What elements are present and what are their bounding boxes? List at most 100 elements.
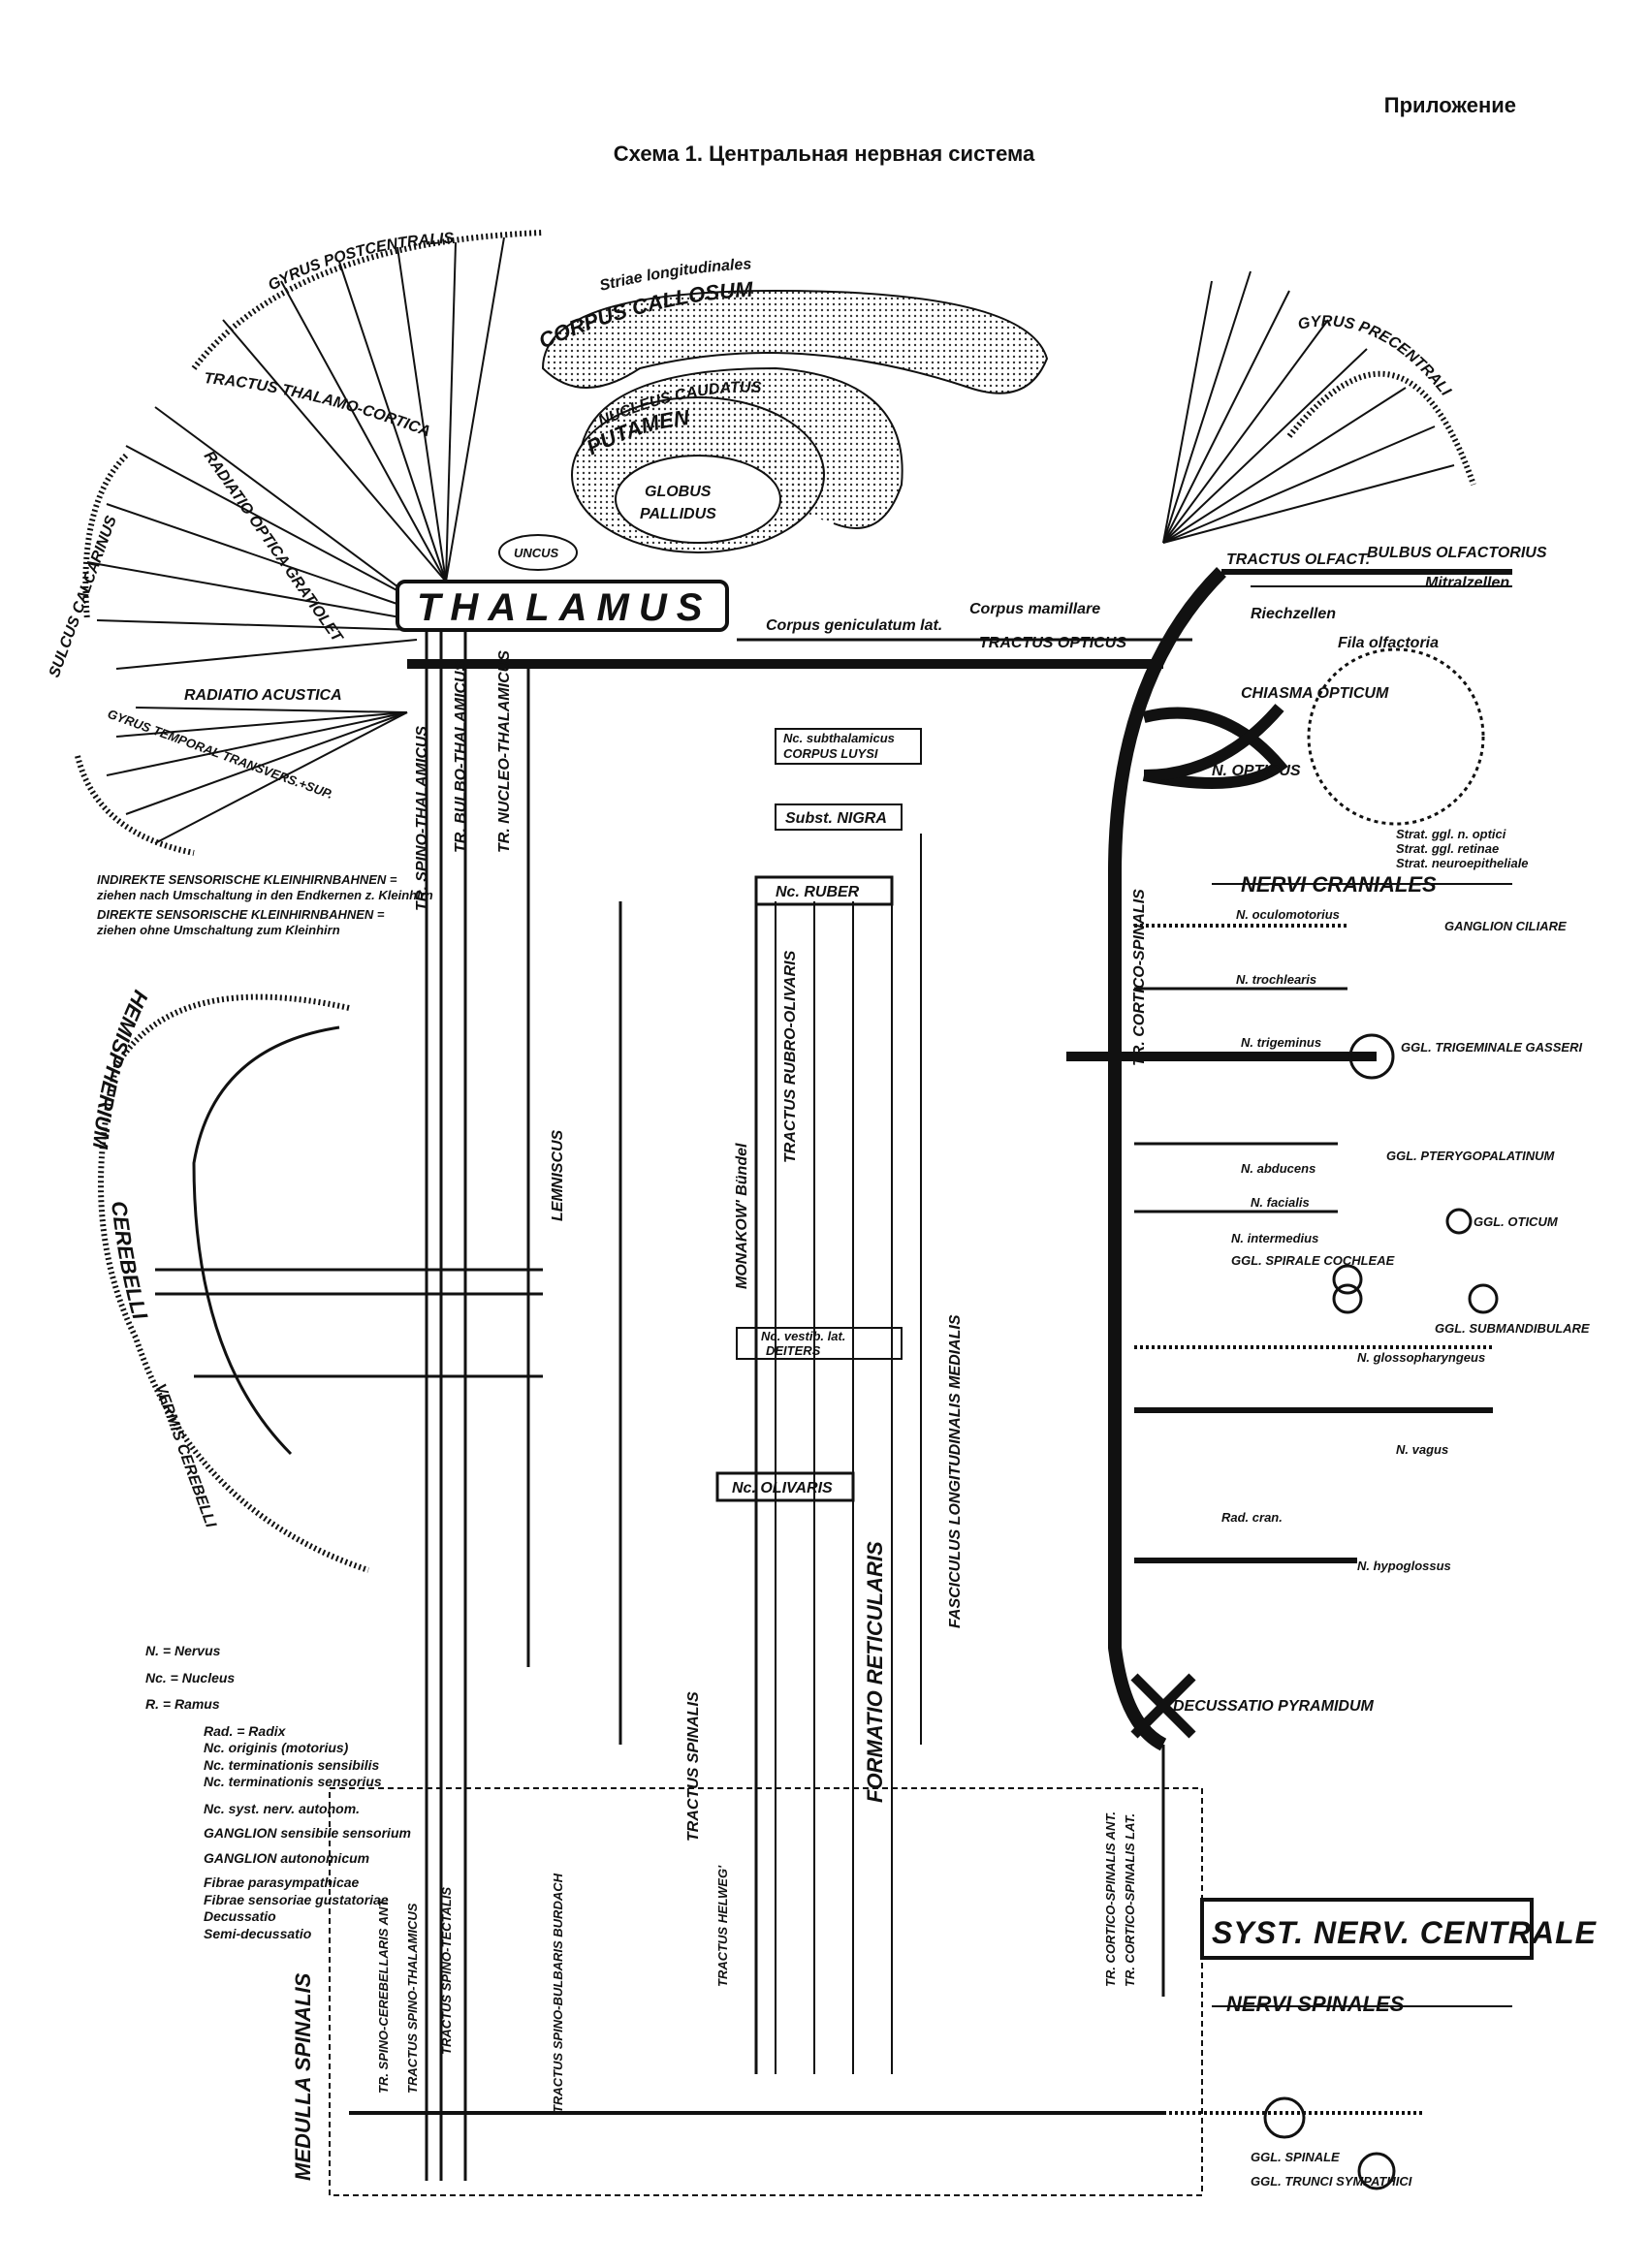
- syst-nerv-centrale-label: SYST. NERV. CENTRALE: [1212, 1915, 1598, 1950]
- radiatio-optica-label: RADIATIO OPTICA GRATIOLET: [201, 449, 346, 646]
- nc-vestib-lat-label: Nc. vestib. lat.: [761, 1329, 845, 1343]
- nerve-XII: N. hypoglossus: [1357, 1559, 1451, 1573]
- strat-neuroepithel-label: Strat. neuroepitheliale: [1396, 856, 1529, 870]
- btract-5: TRACTUS HELWEG': [715, 1865, 730, 1987]
- precentral-radiations: [1162, 270, 1476, 544]
- legend-radix: Rad. = Radix: [204, 1722, 286, 1739]
- legend-nc-term-sensorius: Nc. terminationis sensorius: [204, 1774, 382, 1789]
- strat-ggl-label: Strat. ggl. n. optici: [1396, 827, 1506, 841]
- mitralzellen-label: Mitralzellen: [1425, 575, 1509, 591]
- spinal-cord-section: [329, 1787, 1534, 2196]
- ggl-pterygo-label: GGL. PTERYGOPALATINUM: [1386, 1149, 1556, 1163]
- tract-2: TR. BULBO-THALAMICUS: [453, 660, 469, 853]
- nerve-V: N. trigeminus: [1241, 1035, 1321, 1050]
- corpus-geniculatum-label: Corpus geniculatum lat.: [766, 617, 942, 634]
- radiatio-acustica-label: RADIATIO ACUSTICA: [184, 687, 342, 704]
- nerve-IV: N. trochlearis: [1236, 972, 1316, 987]
- sulcus-calcarinus-label: SULCUS CALCARINUS: [47, 514, 120, 680]
- vermis-label: VERMIS CEREBELLI: [151, 1382, 219, 1530]
- ganglion-ciliare-label: GANGLION CILIARE: [1444, 919, 1567, 933]
- corpus-luysi-label: CORPUS LUYSI: [783, 746, 878, 761]
- subst-nigra-label: Subst. NIGRA: [785, 810, 887, 827]
- tractus-thalamo-corticalis-label: TRACTUS THALAMO-CORTICALIS: [0, 0, 432, 440]
- decussatio-pyramidum-label: DECUSSATIO PYRAMIDUM: [1173, 1698, 1374, 1715]
- tract-10: TRACTUS SPINALIS: [685, 1691, 702, 1842]
- hemispherium-label: HEMISPHERIUM: [88, 987, 153, 1150]
- tract-4: LEMNISCUS: [550, 1129, 566, 1221]
- tract-1: TR. SPINO-THALAMICUS: [414, 726, 430, 911]
- pallidus-label: PALLIDUS: [640, 506, 716, 522]
- legend-ganglion-auto: GANGLION autonomicum: [204, 1849, 370, 1866]
- ggl-oticum-label: GGL. OTICUM: [1474, 1214, 1559, 1229]
- legend-fibrae-para: Fibrae parasympathicae: [204, 1874, 360, 1890]
- nervi-spinales-label: NERVI SPINALES: [1226, 1992, 1405, 2016]
- thalamus-box: [396, 580, 729, 632]
- uncus-label: UNCUS: [514, 546, 559, 560]
- cranial-nerves: [1066, 883, 1512, 1563]
- ggl-spinale-label: GGL. SPINALE: [1251, 2150, 1340, 2164]
- btract-7: TR. CORTICO-SPINALIS LAT.: [1123, 1813, 1137, 1987]
- legend-nc-originis: Nc. originis (motorius): [204, 1740, 349, 1755]
- thalamus-label: THALAMUS: [417, 586, 712, 629]
- riechzellen-label: Riechzellen: [1251, 606, 1336, 622]
- btract-3: TRACTUS SPINO-TECTALIS: [439, 1887, 454, 2055]
- tract-8: FASCICULUS LONGITUDINALIS MEDIALIS: [947, 1314, 964, 1628]
- nerve-IX: N. glossopharyngeus: [1357, 1350, 1485, 1365]
- nervi-craniales-label: NERVI CRANIALES: [1241, 872, 1437, 897]
- corpus-mamillare-label: Corpus mamillare: [969, 601, 1100, 617]
- nc-subthalamicus-label: Nc. subthalamicus: [783, 731, 895, 745]
- legend-fibrae-sens: Fibrae sensoriae gustatoriae: [204, 1891, 389, 1907]
- nc-ruber-label: Nc. RUBER: [776, 884, 860, 900]
- chiasma-label: CHIASMA OPTICUM: [1241, 685, 1389, 702]
- midbrain-nuclei: Nc. RUBER Subst. NIGRA Nc. subthalamicus…: [715, 728, 922, 1502]
- cerebellum: [98, 993, 543, 1573]
- tract-7: FORMATIO RETICULARIS: [863, 1541, 887, 1803]
- nc-olivaris-label: Nc. OLIVARIS: [732, 1480, 833, 1496]
- ggl-trigeminale-label: GGL. TRIGEMINALE GASSERI: [1401, 1040, 1582, 1055]
- btract-2: TRACTUS SPINO-THALAMICUS: [405, 1903, 420, 2094]
- n-opticus-label: N. OPTICUS: [1212, 763, 1301, 779]
- legend: N. = Nervus Nc. = Nucleus R. = Ramus Rad…: [145, 1643, 411, 1942]
- vertical-tracts: [425, 567, 1226, 2181]
- tractus-olfact-label: TRACTUS OLFACT.: [1226, 551, 1370, 568]
- cortical-radiations: [75, 230, 544, 856]
- btract-4: TRACTUS SPINO-BULBARIS BURDACH: [551, 1873, 565, 2113]
- legend-semi-decussatio: Semi-decussatio: [204, 1925, 312, 1941]
- page-title: Схема 1. Центральная нервная система: [613, 142, 1035, 166]
- legend-ganglion-sens: GANGLION sensibile sensorium: [204, 1825, 411, 1841]
- nerve-intermedius: N. intermedius: [1231, 1231, 1318, 1245]
- legend-nervus: N. = Nervus: [145, 1643, 221, 1658]
- nerve-VI: N. abducens: [1241, 1161, 1315, 1176]
- tractus-opticus-label: TRACTUS OPTICUS: [979, 635, 1126, 651]
- nerve-VIII: GGL. SPIRALE COCHLEAE: [1231, 1253, 1395, 1268]
- appendix-label: Приложение: [1383, 93, 1516, 117]
- corpus-callosum-region: Striae longitudinales CORPUS CALLOSUM NU…: [498, 256, 1049, 571]
- direkte-label: DIREKTE SENSORISCHE KLEINHIRNBAHNEN =: [97, 907, 385, 922]
- btract-1: TR. SPINO-CEREBELLARIS ANT.: [376, 1897, 391, 2094]
- cerebelli-label: CEREBELLI: [107, 1200, 152, 1323]
- tract-6: TRACTUS RUBRO-OLIVARIS: [782, 950, 799, 1163]
- nerve-XI: Rad. cran.: [1221, 1510, 1283, 1525]
- medulla-spinalis-label: MEDULLA SPINALIS: [291, 1972, 315, 2181]
- tract-3: TR. NUCLEO-THALAMICUS: [496, 650, 513, 853]
- ggl-trunci-label: GGL. TRUNCI SYMPATHICI: [1251, 2174, 1412, 2189]
- bulbus-olfactorius-label: BULBUS OLFACTORIUS: [1367, 545, 1547, 561]
- globus-label: GLOBUS: [645, 484, 712, 500]
- legend-ramus: R. = Ramus: [145, 1696, 220, 1712]
- btract-6: TR. CORTICO-SPINALIS ANT.: [1103, 1811, 1118, 1987]
- tract-5: MONAKOW' Bündel: [734, 1143, 750, 1289]
- legend-decussatio: Decussatio: [204, 1908, 276, 1924]
- nerve-X: N. vagus: [1396, 1442, 1448, 1457]
- indirekte-label: INDIREKTE SENSORISCHE KLEINHIRNBAHNEN =: [97, 872, 397, 887]
- legend-nucleus: Nc. = Nucleus: [145, 1669, 236, 1685]
- legend-nc-term-sensibilis: Nc. terminationis sensibilis: [204, 1756, 380, 1773]
- direkte-sub: ziehen ohne Umschaltung zum Kleinhirn: [96, 923, 340, 937]
- nerve-VII: N. facialis: [1251, 1195, 1310, 1210]
- indirekte-sub: ziehen nach Umschaltung in den Endkernen…: [96, 888, 433, 902]
- nerve-III: N. oculomotorius: [1236, 907, 1340, 922]
- strat-ggl-retinae-label: Strat. ggl. retinae: [1396, 841, 1499, 856]
- ggl-submandibulare-label: GGL. SUBMANDIBULARE: [1435, 1321, 1590, 1336]
- fila-olfactoria-label: Fila olfactoria: [1338, 635, 1439, 651]
- deiters-label: DEITERS: [766, 1343, 821, 1358]
